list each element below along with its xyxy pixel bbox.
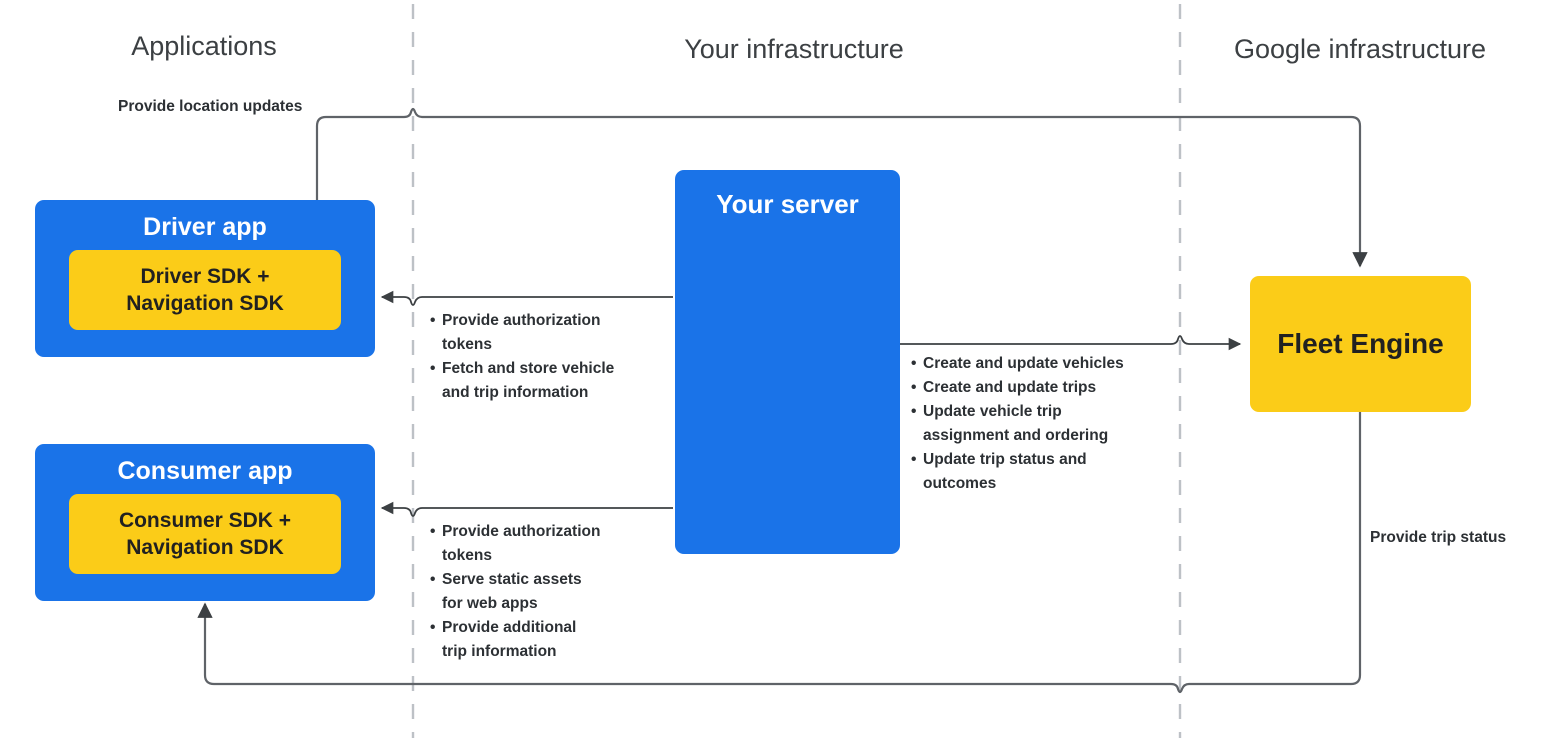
bullet-item: Create and update vehicles [911, 352, 1171, 376]
node-consumer-app[interactable]: Consumer app Consumer SDK + Navigation S… [35, 444, 375, 601]
zone-title-google-infrastructure: Google infrastructure [1233, 34, 1487, 64]
bullet-item: Update vehicle trip assignment and order… [911, 400, 1171, 448]
your-server-title: Your server [716, 189, 859, 219]
edge-label-location-updates: Provide location updates [118, 98, 303, 115]
edge-server-to-driver-app [380, 290, 673, 306]
zone-title-your-infrastructure: Your infrastructure [684, 34, 904, 64]
bullet-item: Update trip status and outcomes [911, 448, 1171, 496]
node-your-server[interactable]: Your server [675, 170, 900, 554]
node-driver-app[interactable]: Driver app Driver SDK + Navigation SDK [35, 200, 375, 357]
consumer-app-title: Consumer app [117, 457, 293, 485]
bullet-item: Provide additional trip information [430, 616, 665, 664]
consumer-sdk-box[interactable]: Consumer SDK + Navigation SDK [69, 494, 341, 575]
driver-app-title: Driver app [143, 213, 267, 241]
bullets-server-to-consumer-app: Provide authorization tokens Serve stati… [430, 520, 665, 664]
bullet-item: Fetch and store vehicle and trip informa… [430, 357, 665, 405]
bullets-server-to-driver-app: Provide authorization tokens Fetch and s… [430, 309, 665, 405]
bullets-server-to-fleet-engine: Create and update vehicles Create and up… [911, 352, 1171, 496]
bullet-item: Provide authorization tokens [430, 309, 665, 357]
edge-label-trip-status: Provide trip status [1370, 529, 1507, 546]
bullet-item: Provide authorization tokens [430, 520, 665, 568]
bullet-item: Create and update trips [911, 376, 1171, 400]
zone-title-applications: Applications [131, 31, 277, 61]
fleet-engine-title: Fleet Engine [1277, 328, 1444, 359]
driver-sdk-box[interactable]: Driver SDK + Navigation SDK [69, 250, 341, 331]
edge-server-to-consumer-app [380, 501, 673, 517]
node-fleet-engine[interactable]: Fleet Engine [1250, 276, 1471, 412]
bullet-item: Serve static assets for web apps [430, 568, 665, 616]
edge-server-to-fleet-engine [900, 335, 1242, 351]
